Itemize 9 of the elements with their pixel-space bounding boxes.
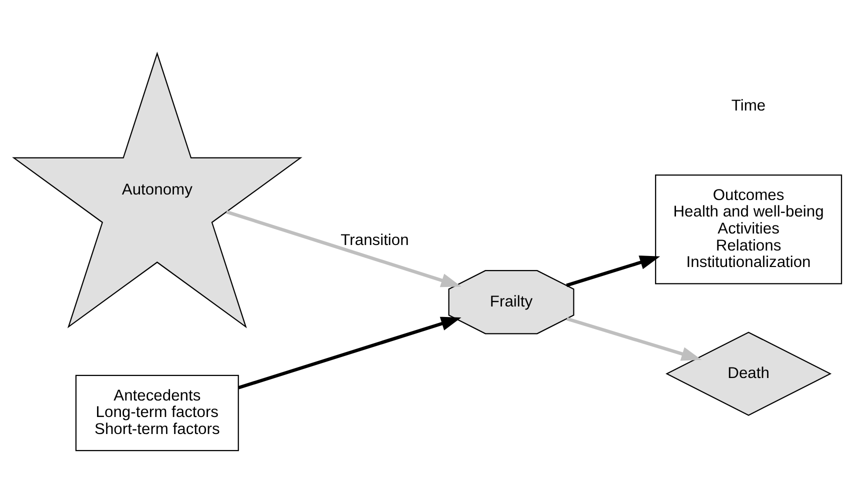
arrow xyxy=(566,256,660,287)
node-box: Antecedents Long-term factors Short-term factors xyxy=(74,374,238,452)
edge-label: Transition xyxy=(340,232,408,250)
node-box: Outcomes Health and well-being Activities Relations Institutionalization xyxy=(654,174,842,284)
arrow xyxy=(566,317,702,361)
arrow xyxy=(238,316,461,390)
label: Time xyxy=(730,97,766,114)
arrow xyxy=(226,210,461,288)
node-diamond: Death xyxy=(665,332,832,416)
